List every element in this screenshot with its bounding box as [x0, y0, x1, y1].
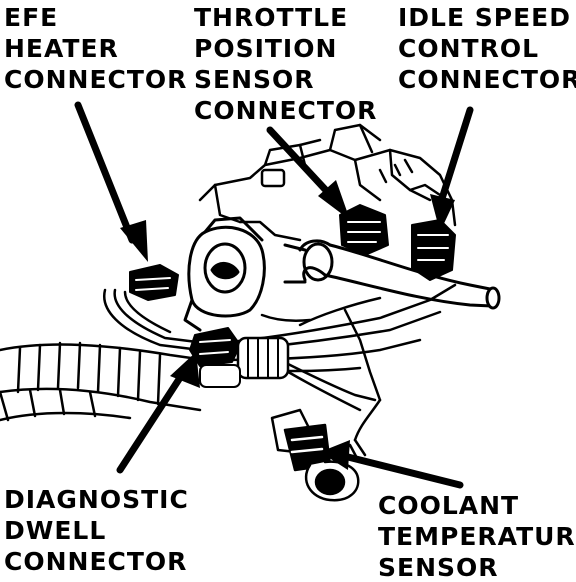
diag-label-line-1: DIAGNOSTIC	[4, 485, 189, 514]
efe-label-line-1: EFE	[4, 3, 59, 32]
isc-connector-part	[411, 219, 456, 281]
efe-label-line-3: CONNECTOR	[4, 65, 188, 94]
egr-valve-housing	[183, 216, 266, 332]
diag-arrow-head	[170, 352, 200, 388]
throttle-position-sensor-label: THROTTLE POSITION SENSOR CONNECTOR	[194, 2, 377, 126]
isc-label-line-3: CONNECTOR	[398, 65, 576, 94]
tps-arrow-line	[266, 126, 339, 204]
efe-arrow-head	[120, 220, 148, 262]
coolant-arrow-line	[336, 451, 464, 489]
idle-speed-control-label: IDLE SPEED CONTROL CONNECTOR	[398, 2, 576, 95]
efe-connector-part	[129, 264, 179, 301]
isc-label-line-2: CONTROL	[398, 34, 540, 63]
coolant-arrow-head	[320, 440, 350, 470]
coolant-sensor-part	[270, 408, 367, 502]
tps-connector-part	[339, 204, 389, 256]
efe-label-line-2: HEATER	[4, 34, 119, 63]
diag-arrow-line	[116, 366, 189, 474]
coolant-label-line-1: COOLANT	[378, 491, 520, 520]
callout-arrows	[74, 101, 474, 489]
efe-arrow-line	[74, 101, 136, 244]
corrugated-loom	[0, 341, 207, 422]
tps-arrow-head	[318, 180, 350, 220]
tps-label-line-4: CONNECTOR	[194, 96, 378, 125]
coolant-label-line-2: TEMPERATURE	[378, 522, 576, 551]
diag-label-line-3: CONNECTOR	[4, 547, 188, 576]
coolant-temperature-sensor-label: COOLANT TEMPERATURE SENSOR	[378, 490, 576, 582]
efe-heater-connector-label: EFE HEATER CONNECTOR	[4, 2, 187, 95]
diag-connector-part	[189, 327, 290, 388]
diag-label-line-2: DWELL	[4, 516, 107, 545]
arrow-heads	[120, 180, 455, 470]
vacuum-hose	[283, 239, 501, 310]
coolant-label-line-3: SENSOR	[378, 553, 499, 582]
tps-label-line-3: SENSOR	[194, 65, 315, 94]
isc-label-line-1: IDLE SPEED	[398, 3, 572, 32]
diagnostic-dwell-connector-label: DIAGNOSTIC DWELL CONNECTOR	[4, 484, 189, 577]
tps-label-line-2: POSITION	[194, 34, 338, 63]
isc-arrow-line	[436, 106, 474, 209]
isc-arrow-head	[430, 194, 455, 232]
carburetor-body	[198, 123, 457, 242]
tps-label-line-1: THROTTLE	[194, 3, 349, 32]
